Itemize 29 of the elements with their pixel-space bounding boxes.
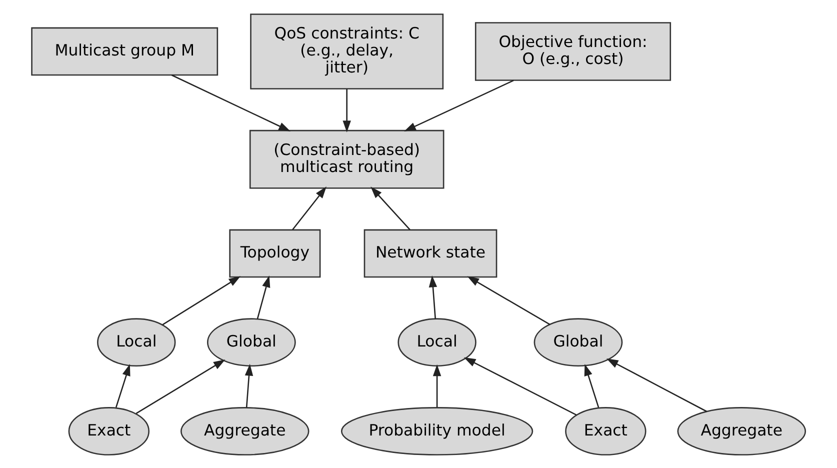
arrow	[244, 363, 254, 408]
node-ellipse: Exact	[68, 406, 150, 455]
arrow	[467, 276, 550, 324]
node-ellipse: Exact	[565, 406, 646, 455]
node-box: (Constraint-based) multicast routing	[249, 129, 444, 188]
node-ellipse: Aggregate	[677, 406, 806, 455]
node-box: Multicast group M	[31, 26, 218, 76]
node-ellipse: Local	[97, 318, 176, 366]
arrow	[136, 358, 226, 414]
arrow	[171, 74, 290, 131]
arrow	[606, 358, 708, 412]
node-box: QoS constraints: C (e.g., delay, jitter)	[250, 13, 444, 89]
arrow	[370, 186, 410, 230]
node-ellipse: Aggregate	[180, 406, 310, 455]
arrow	[115, 364, 130, 408]
node-box: Objective function: O (e.g., cost)	[474, 22, 672, 80]
arrow	[432, 364, 442, 407]
arrow	[342, 88, 351, 132]
arrow	[428, 274, 438, 318]
node-ellipse: Probability model	[340, 406, 534, 455]
arrow	[584, 364, 600, 408]
arrow	[464, 356, 577, 416]
node-ellipse: Global	[206, 318, 296, 366]
arrow	[292, 186, 326, 230]
node-box: Network state	[364, 228, 498, 278]
arrow	[162, 276, 241, 325]
node-box: Topology	[229, 228, 321, 278]
arrow	[404, 79, 514, 131]
arrow	[256, 275, 270, 318]
